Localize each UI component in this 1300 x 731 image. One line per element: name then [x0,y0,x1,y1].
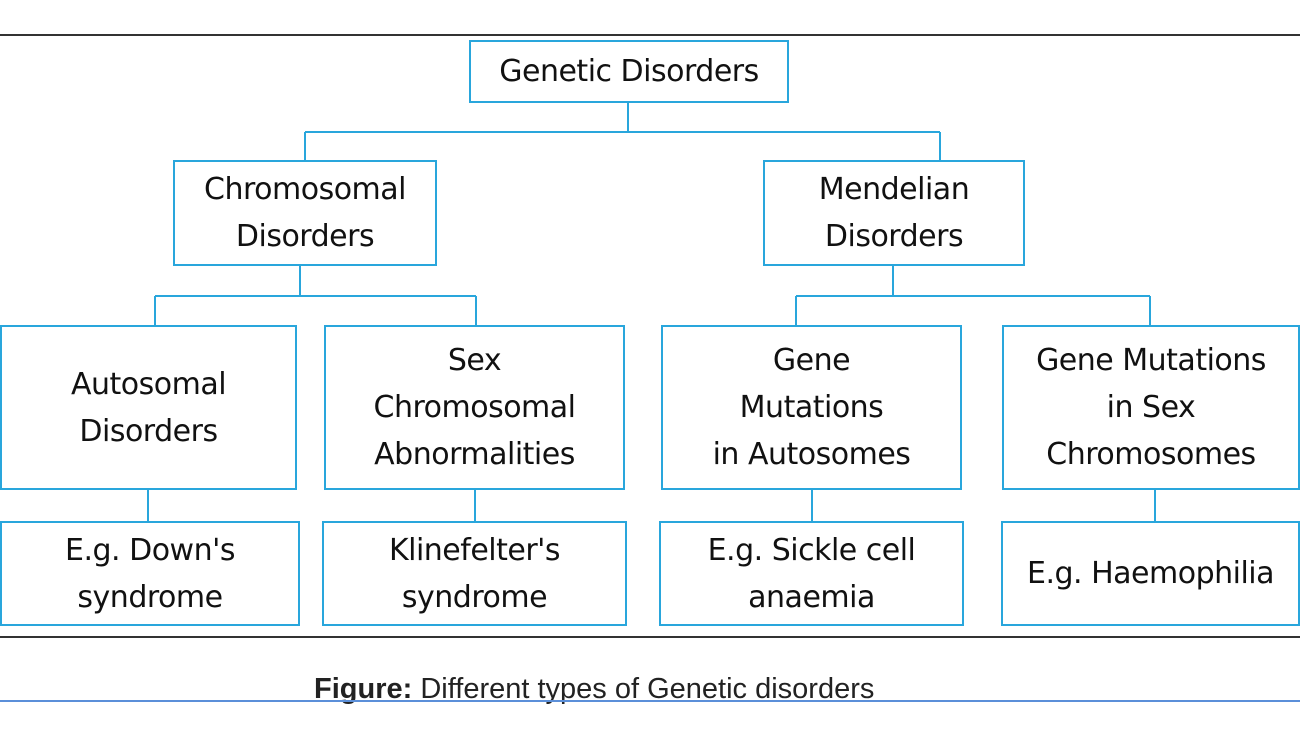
node-example-sickle-cell-anaemia-label: E.g. Sickle cell anaemia [707,532,916,615]
node-autosomal-disorders-label: Autosomal Disorders [70,366,227,449]
node-sex-chromosomal-abnormalities: Sex Chromosomal Abnormalities [324,325,625,490]
node-mendelian-disorders: Mendelian Disorders [763,160,1025,266]
node-example-haemophilia: E.g. Haemophilia [1001,521,1300,626]
node-mendelian-disorders-label: Mendelian Disorders [818,172,970,254]
node-genetic-disorders-label: Genetic Disorders [499,54,759,89]
node-chromosomal-disorders: Chromosomal Disorders [173,160,437,266]
figure-caption-text: Different types of Genetic disorders [412,673,875,705]
frame-bottom-rule [0,636,1300,638]
node-gene-mutations-sex-chromosomes-label: Gene Mutations in Sex Chromosomes [1036,343,1266,472]
node-example-downs-syndrome: E.g. Down's syndrome [0,521,300,626]
node-gene-mutations-autosomes: Gene Mutations in Autosomes [661,325,962,490]
node-chromosomal-disorders-label: Chromosomal Disorders [204,172,407,254]
node-example-sickle-cell-anaemia: E.g. Sickle cell anaemia [659,521,964,626]
node-gene-mutations-sex-chromosomes: Gene Mutations in Sex Chromosomes [1002,325,1300,490]
node-example-klinefelters-syndrome: Klinefelter's syndrome [322,521,627,626]
node-gene-mutations-autosomes-label: Gene Mutations in Autosomes [712,343,911,472]
node-example-haemophilia-label: E.g. Haemophilia [1026,556,1275,591]
figure-caption-prefix: Figure: [314,673,413,705]
node-example-klinefelters-syndrome-label: Klinefelter's syndrome [388,532,561,615]
node-example-downs-syndrome-label: E.g. Down's syndrome [65,532,236,615]
figure-caption: Figure: Different types of Genetic disor… [314,672,874,706]
node-sex-chromosomal-abnormalities-label: Sex Chromosomal Abnormalities [373,343,577,472]
node-autosomal-disorders: Autosomal Disorders [0,325,297,490]
frame-top-rule [0,34,1300,36]
caption-rule [0,700,1300,702]
node-genetic-disorders: Genetic Disorders [469,40,789,103]
